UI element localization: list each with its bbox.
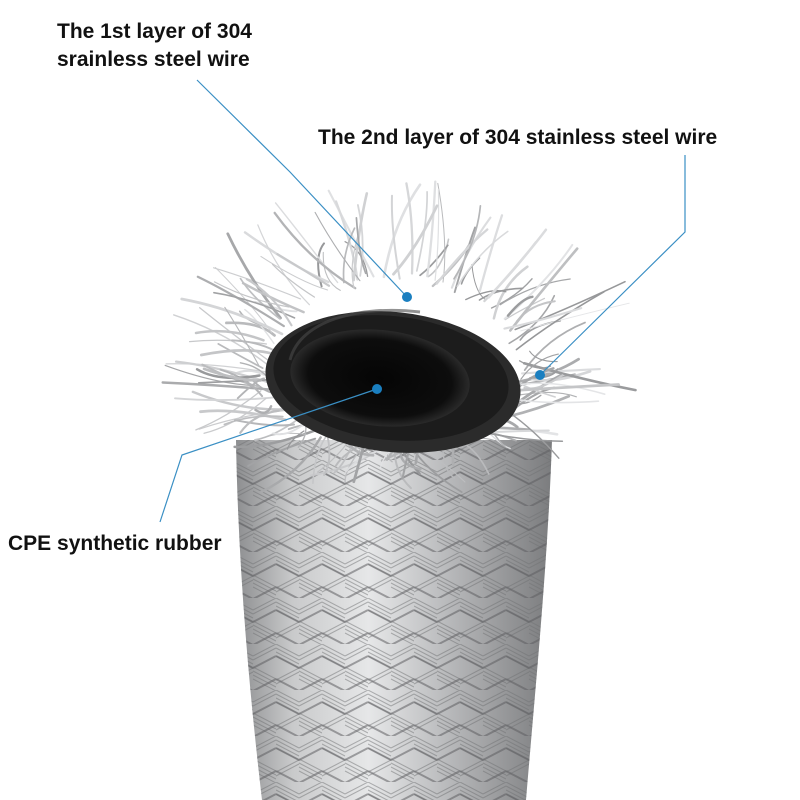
label-second-layer: The 2nd layer of 304 stainless steel wir…: [318, 126, 718, 149]
frayed-wire-ends: [161, 180, 637, 494]
leader-line-rubber: [159, 388, 378, 523]
leader-line-layer1: [196, 79, 408, 298]
label-rubber: CPE synthetic rubber: [8, 532, 222, 555]
label-first-layer-line2: srainless steel wire: [57, 48, 250, 71]
rubber-tube-bore: [290, 329, 470, 427]
marker-dot-layer2: [535, 370, 545, 380]
leader-line-layer2: [539, 155, 686, 376]
marker-dot-rubber: [372, 384, 382, 394]
label-first-layer-line1: The 1st layer of 304: [57, 20, 252, 43]
label-first-layer: The 1st layer of 304 srainless steel wir…: [57, 18, 252, 74]
marker-dot-layer1: [402, 292, 412, 302]
leader-lines: [159, 79, 686, 523]
